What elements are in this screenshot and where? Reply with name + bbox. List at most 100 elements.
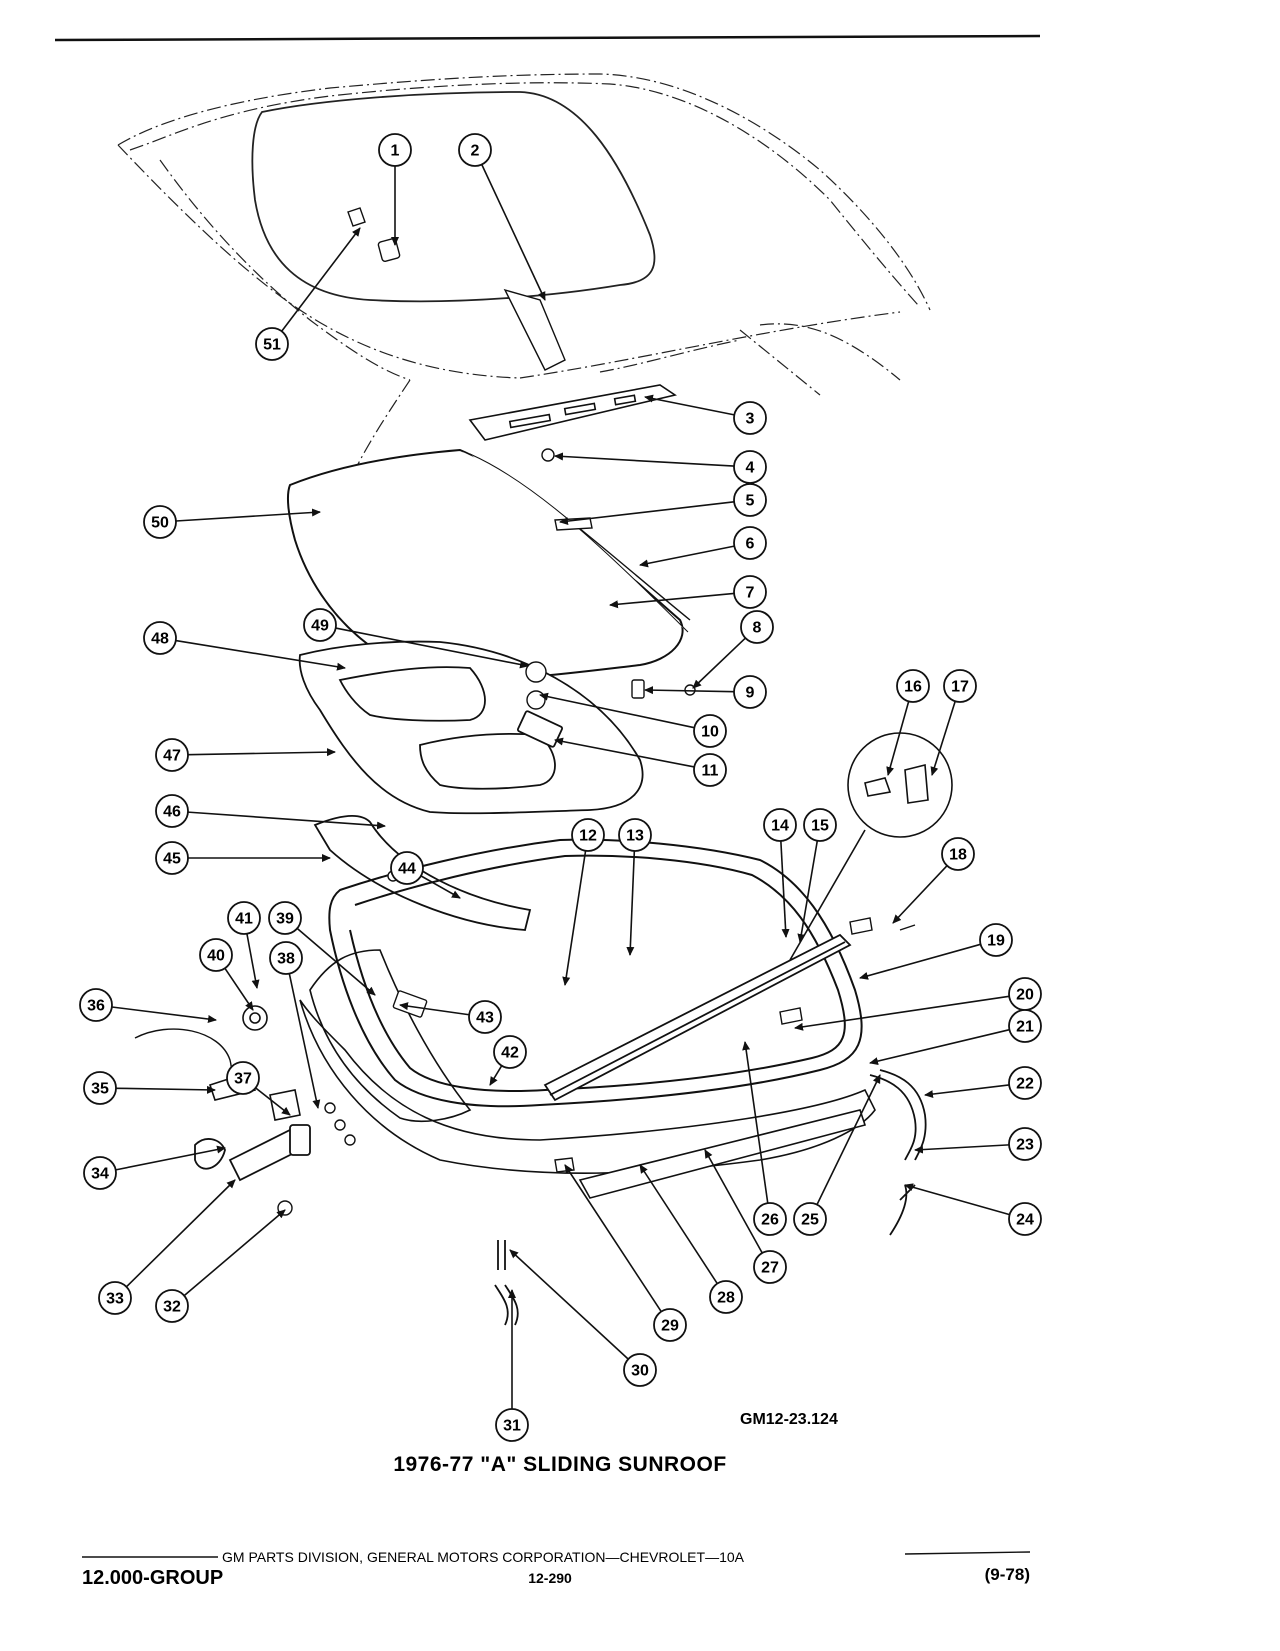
footer-group: 12.000-GROUP [82, 1567, 223, 1589]
leader-line-18 [892, 865, 948, 924]
leader-line-27 [704, 1149, 763, 1254]
callout-number-44: 44 [398, 861, 416, 878]
callout-circle-1 [378, 133, 412, 167]
callout-number-6: 6 [746, 536, 755, 553]
callout-circle-46 [155, 794, 189, 828]
callout-circle-47 [155, 738, 189, 772]
callout-number-31: 31 [503, 1418, 521, 1435]
callout-circle-28 [709, 1280, 743, 1314]
leader-line-20 [794, 995, 1010, 1031]
callout-number-22: 22 [1016, 1076, 1034, 1093]
callout-circle-30 [623, 1353, 657, 1387]
roof-opening [251, 91, 656, 303]
leader-line-44 [420, 875, 461, 899]
callout-number-9: 9 [746, 685, 755, 702]
callout-number-33: 33 [106, 1291, 124, 1308]
drain-hoses [494, 1069, 927, 1326]
callout-circle-2 [458, 133, 492, 167]
leader-line-5 [559, 501, 735, 526]
leader-line-40 [224, 967, 254, 1011]
callout-circle-34 [83, 1156, 117, 1190]
leader-line-3 [644, 394, 735, 416]
callout-circle-9 [733, 675, 767, 709]
cross-rail [543, 933, 852, 1102]
leader-line-41 [246, 933, 260, 989]
leader-line-12 [562, 850, 587, 986]
callout-circle-7 [733, 575, 767, 609]
callout-number-13: 13 [626, 828, 644, 845]
callout-circle-4 [733, 450, 767, 484]
leader-line-34 [115, 1145, 226, 1171]
callout-number-30: 30 [631, 1363, 649, 1380]
callout-circle-12 [571, 818, 605, 852]
callout-number-16: 16 [904, 679, 922, 696]
leader-line-9 [644, 686, 735, 695]
leader-line-15 [797, 840, 819, 943]
callout-number-19: 19 [987, 933, 1005, 950]
leader-line-8 [692, 637, 746, 689]
figure-caption: 1976-77 "A" SLIDING SUNROOF [393, 1453, 726, 1476]
drive-gear [208, 1005, 301, 1121]
callout-circle-22 [1008, 1066, 1042, 1100]
footer-page-number: 12-290 [528, 1570, 572, 1586]
leader-line-39 [296, 927, 376, 996]
leader-line-49 [335, 627, 529, 669]
callout-number-40: 40 [207, 948, 225, 965]
callout-number-29: 29 [661, 1318, 679, 1335]
callout-circle-29 [653, 1308, 687, 1342]
callout-number-45: 45 [163, 851, 181, 868]
leader-line-25 [816, 1074, 881, 1205]
leader-line-17 [930, 701, 956, 776]
leader-line-26 [742, 1041, 769, 1204]
callout-number-18: 18 [949, 847, 967, 864]
leader-lines [111, 164, 1010, 1409]
leader-line-35 [115, 1085, 216, 1094]
callout-number-41: 41 [235, 911, 253, 928]
callout-circle-14 [763, 808, 797, 842]
callout-number-27: 27 [761, 1260, 779, 1277]
callout-number-42: 42 [501, 1045, 519, 1062]
callout-circle-41 [227, 901, 261, 935]
callout-number-20: 20 [1016, 987, 1034, 1004]
callout-number-35: 35 [91, 1081, 109, 1098]
callout-circle-51 [255, 327, 289, 361]
leader-line-14 [780, 840, 790, 938]
callout-number-37: 37 [234, 1071, 252, 1088]
leader-line-24 [904, 1183, 1010, 1216]
leader-line-28 [639, 1164, 718, 1285]
callout-circle-36 [79, 988, 113, 1022]
callout-circle-39 [268, 901, 302, 935]
leader-line-32 [183, 1209, 286, 1297]
callout-number-12: 12 [579, 828, 597, 845]
callout-circle-10 [693, 714, 727, 748]
callout-circle-44 [390, 851, 424, 885]
callout-circle-8 [740, 610, 774, 644]
callout-number-5: 5 [746, 493, 755, 510]
callout-circle-21 [1008, 1009, 1042, 1043]
leader-line-43 [399, 1002, 470, 1016]
callout-number-23: 23 [1016, 1137, 1034, 1154]
callout-number-25: 25 [801, 1212, 819, 1229]
leader-line-13 [626, 850, 636, 956]
callout-circle-40 [199, 938, 233, 972]
callout-number-49: 49 [311, 618, 329, 635]
sunroof-panel [286, 448, 691, 682]
leader-line-10 [539, 692, 695, 729]
callout-circle-6 [733, 526, 767, 560]
callout-number-50: 50 [151, 515, 169, 532]
callout-number-1: 1 [391, 143, 400, 160]
callout-circle-43 [468, 1000, 502, 1034]
leader-line-42 [489, 1065, 503, 1086]
leader-line-19 [859, 943, 981, 980]
leader-line-50 [175, 508, 321, 522]
figure-id: GM12-23.124 [740, 1411, 838, 1428]
callout-circle-3 [733, 401, 767, 435]
callout-number-26: 26 [761, 1212, 779, 1229]
leader-line-29 [564, 1164, 662, 1313]
callout-circle-18 [941, 837, 975, 871]
callout-number-36: 36 [87, 998, 105, 1015]
callout-circle-24 [1008, 1202, 1042, 1236]
